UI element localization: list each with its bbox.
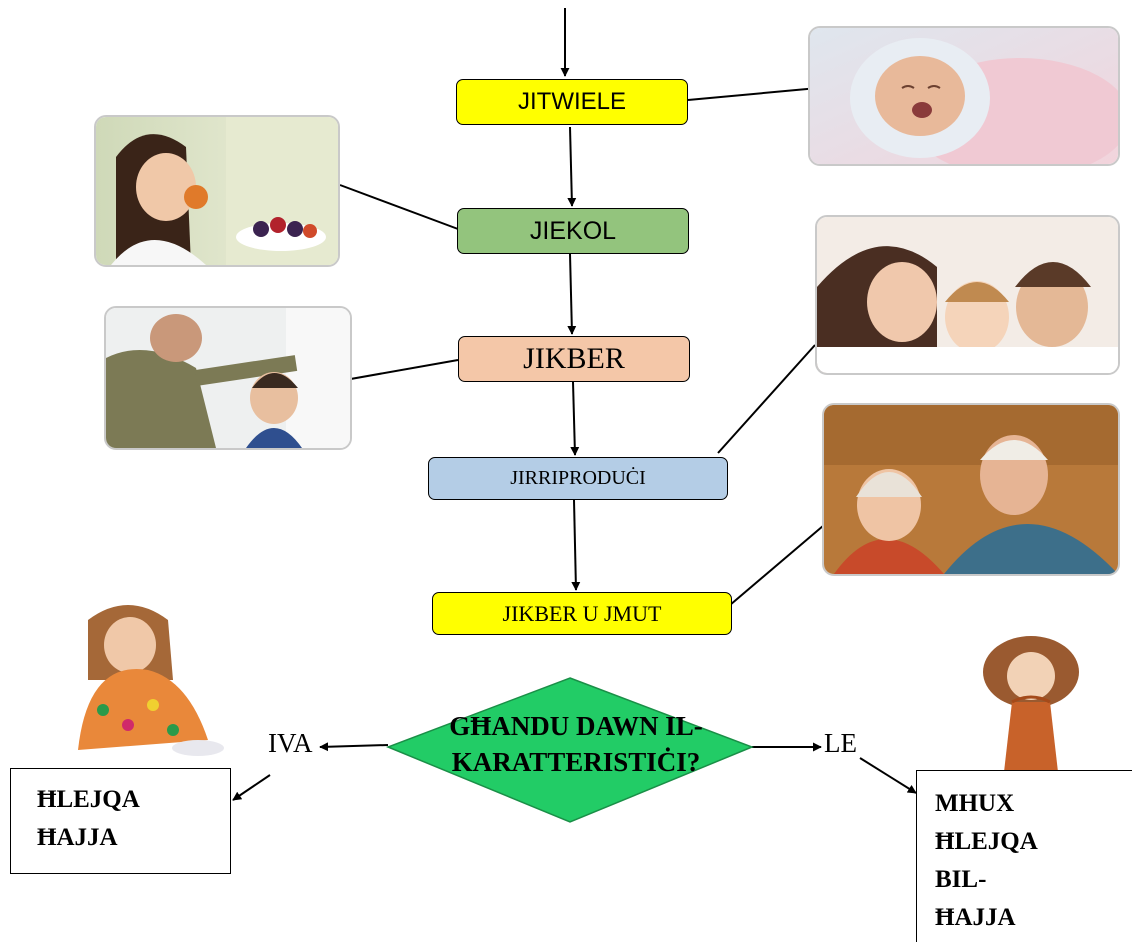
arrow-decision-iva xyxy=(319,742,389,752)
boy-growth-measure-photo xyxy=(104,306,352,450)
doll-image xyxy=(976,632,1086,772)
arrow-jitwiele-jiekol xyxy=(567,126,577,207)
girl-eating-photo xyxy=(94,115,340,267)
outcome-living-box: ĦLEJQA ĦAJJA xyxy=(10,768,231,874)
outcome-non-living-box: MHUX ĦLEJQA BIL- ĦAJJA xyxy=(916,770,1132,942)
stage-jitwiele: JITWIELE xyxy=(456,79,688,125)
arrow-jiekol-jikber xyxy=(567,253,577,335)
outcome-living-line: ĦLEJQA xyxy=(37,786,140,813)
stage-jikber: JIKBER xyxy=(458,336,690,382)
link-eating-photo xyxy=(339,184,459,230)
arrow-le-mhux xyxy=(859,757,917,794)
link-baby-photo xyxy=(687,87,819,101)
stage-jiekol: JIEKOL xyxy=(457,208,689,254)
link-growth-photo xyxy=(344,359,459,381)
arrow-iva-hlejqa xyxy=(232,774,271,801)
stage-jikber-u-jmut: JIKBER U JMUT xyxy=(432,592,732,635)
stage-jirriproduci: JIRRIPRODUĊI xyxy=(428,457,728,500)
link-elderly-photo xyxy=(729,519,831,606)
sitting-girl-image xyxy=(48,600,226,760)
branch-label-le: LE xyxy=(824,728,857,758)
arrow-jikber-jirriproduci xyxy=(570,381,580,456)
outcome-non-living-line: ĦAJJA xyxy=(935,904,1016,931)
decision-diamond xyxy=(385,677,755,823)
outcome-non-living-line: MHUX xyxy=(935,790,1015,817)
outcome-living-line: ĦAJJA xyxy=(37,824,118,851)
decision-question: GĦANDU DAWN IL-KARATTERISTIĊI? xyxy=(449,711,703,777)
elderly-couple-photo xyxy=(822,403,1120,576)
arrow-jirriproduci-jikber-u-jmut xyxy=(571,499,581,591)
link-family-photo xyxy=(717,344,816,454)
outcome-non-living-line: ĦLEJQA xyxy=(935,828,1038,855)
family-photo xyxy=(815,215,1120,375)
branch-label-iva: IVA xyxy=(268,728,313,758)
outcome-non-living-line: BIL- xyxy=(935,866,987,893)
newborn-baby-photo xyxy=(808,26,1120,166)
